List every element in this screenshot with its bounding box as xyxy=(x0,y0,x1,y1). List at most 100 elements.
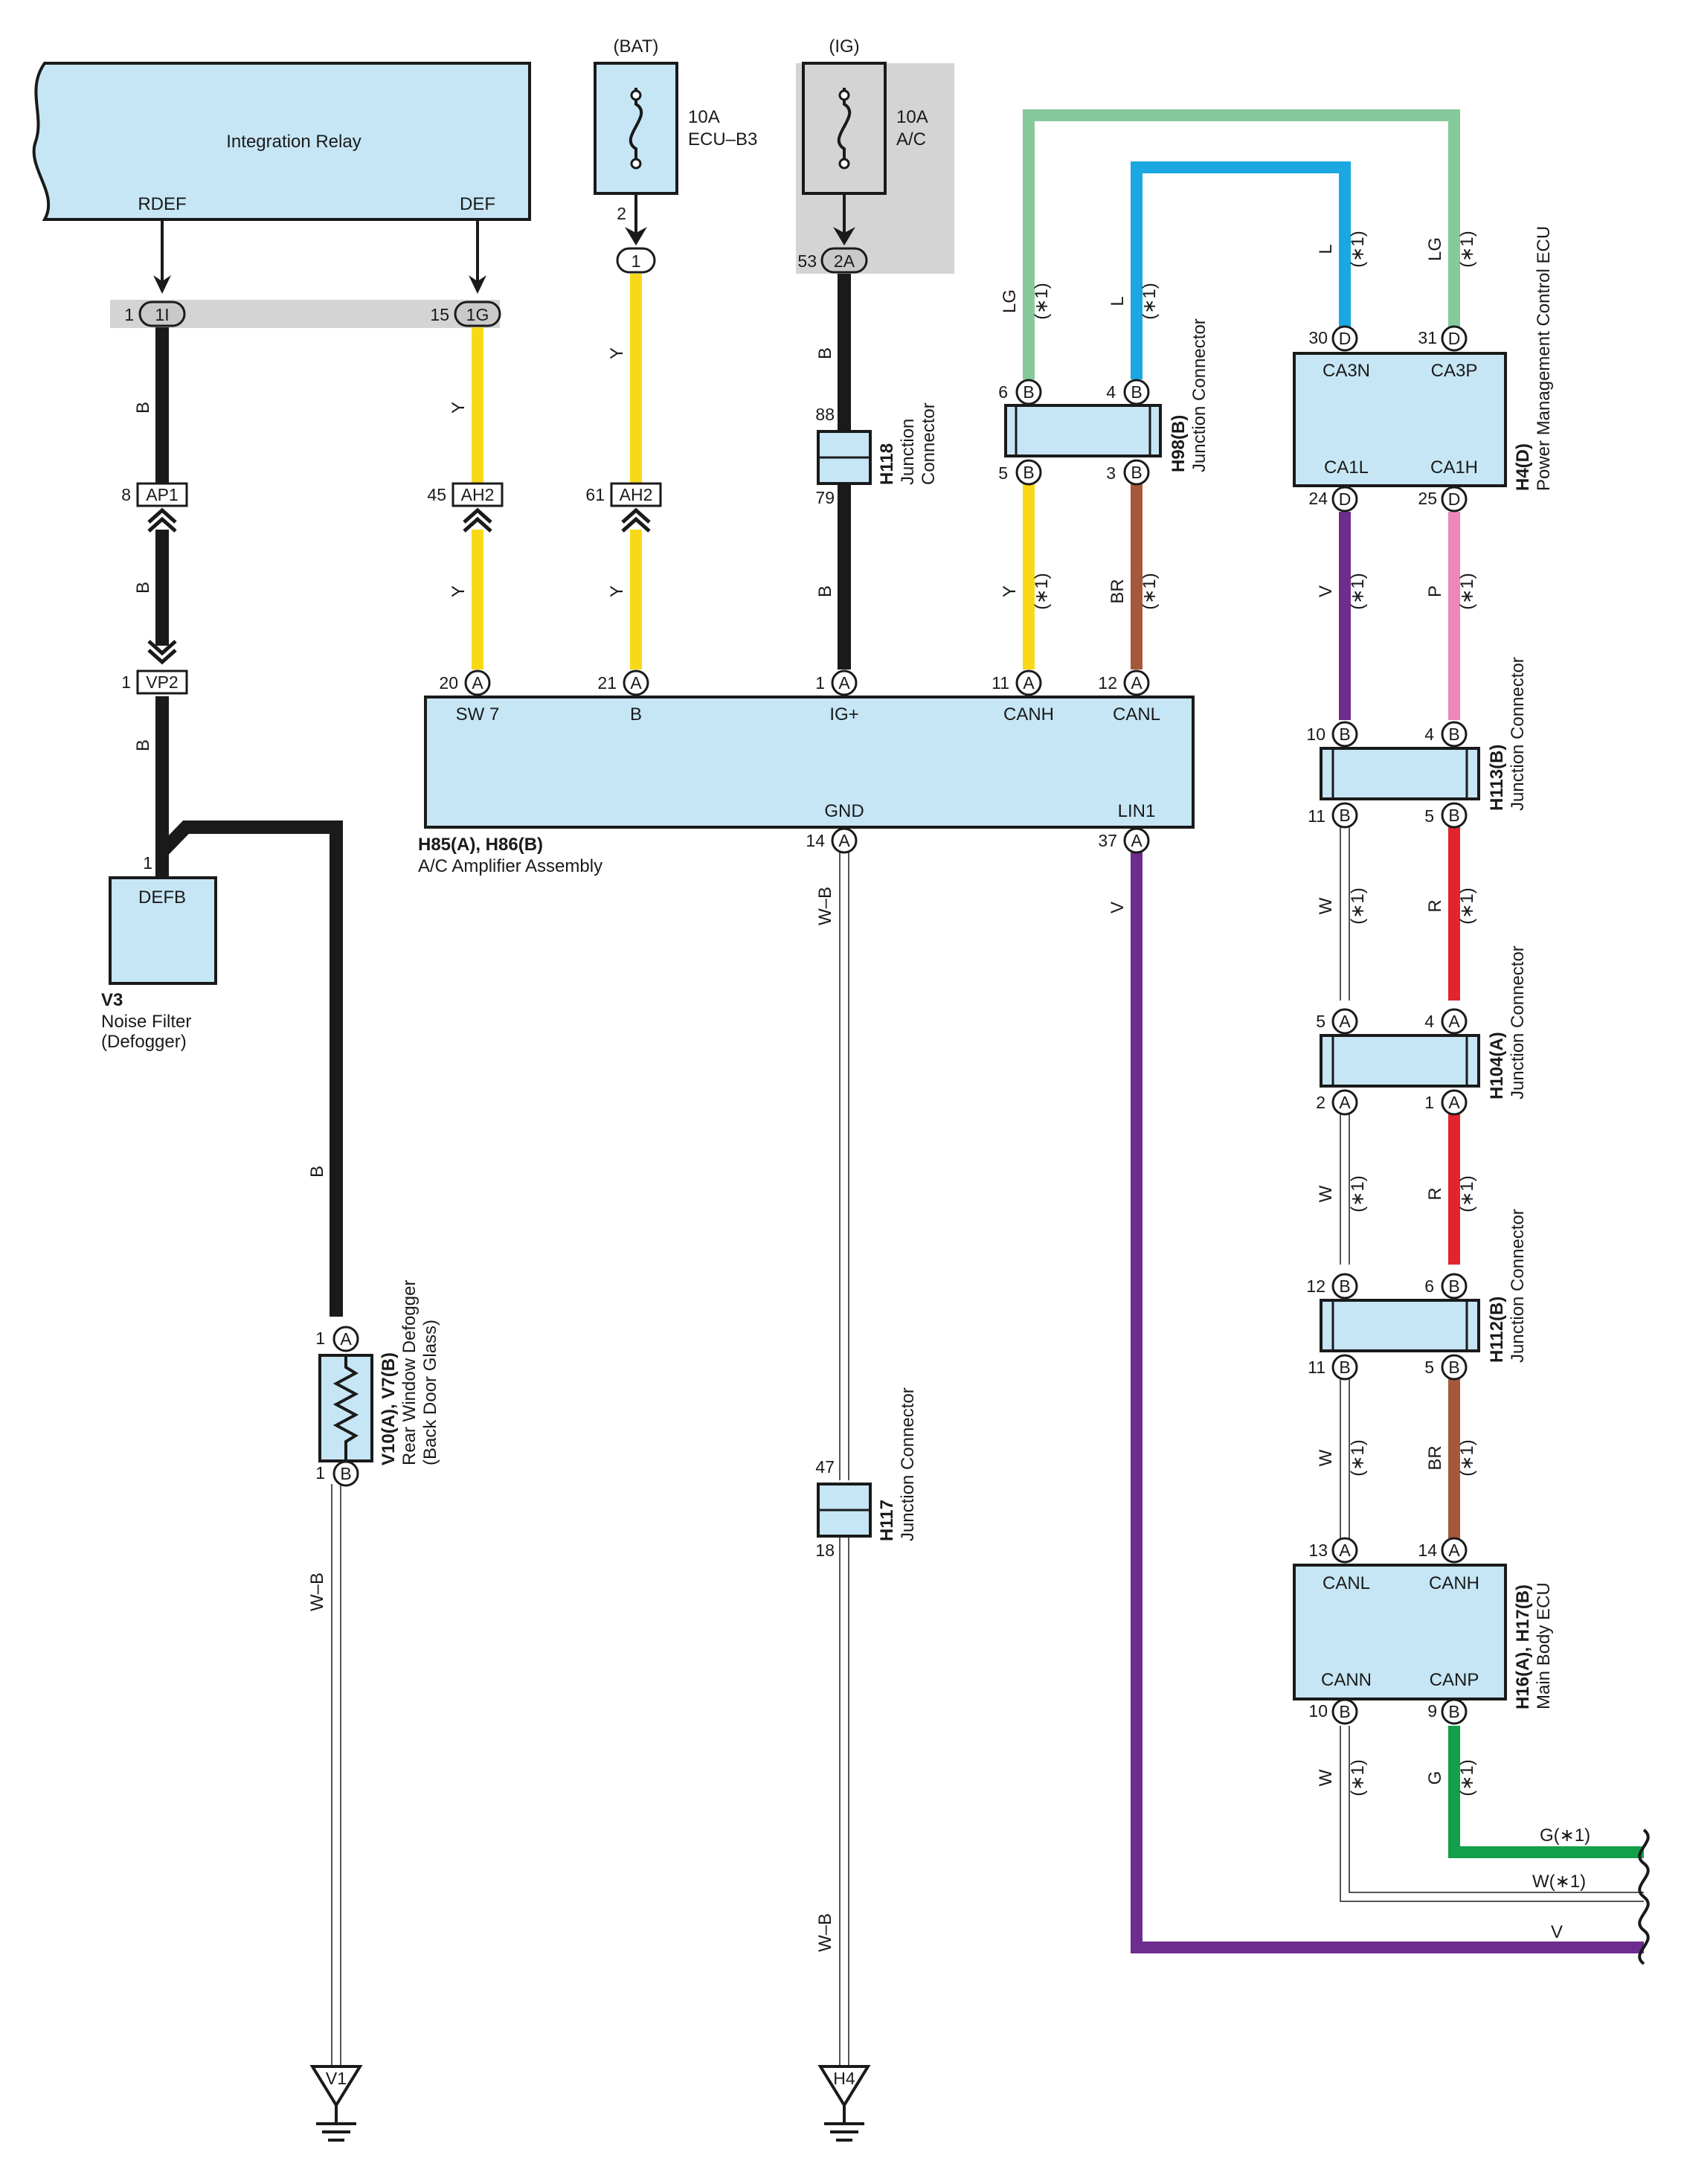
junction-h118: 88 79 H118 Junction Connector xyxy=(815,402,939,507)
ig-fuse-icon xyxy=(837,88,852,164)
svg-text:D: D xyxy=(1339,489,1352,509)
svg-text:AH2: AH2 xyxy=(461,485,495,504)
svg-text:CANL: CANL xyxy=(1113,704,1160,725)
ground-h4-icon: H4 xyxy=(817,2065,871,2142)
main-body-ecu: CANL CANH CANN CANP 13 14 10 9 H16(A), H… xyxy=(1293,1541,1554,1721)
svg-text:W: W xyxy=(1316,1449,1336,1466)
wire-v-lin1 xyxy=(1131,837,1644,1953)
svg-text:(∗1): (∗1) xyxy=(1457,231,1477,267)
svg-text:B: B xyxy=(133,402,153,414)
svg-text:B: B xyxy=(815,347,835,359)
svg-text:21: 21 xyxy=(597,673,617,693)
arrow-into-1g xyxy=(469,275,486,294)
svg-text:14: 14 xyxy=(1418,1541,1437,1560)
connector-2a-label: 2A xyxy=(834,251,855,271)
svg-text:CANL: CANL xyxy=(1323,1573,1370,1593)
svg-text:B: B xyxy=(1339,1702,1350,1721)
svg-text:Y: Y xyxy=(607,585,627,597)
connector-1g-label: 1G xyxy=(466,305,489,324)
arrow-ig xyxy=(833,227,855,245)
svg-text:(∗1): (∗1) xyxy=(1348,573,1368,609)
svg-text:5: 5 xyxy=(1424,806,1434,826)
svg-text:V: V xyxy=(1316,585,1336,597)
svg-text:4: 4 xyxy=(1106,382,1116,402)
svg-text:79: 79 xyxy=(815,488,835,507)
svg-text:Y: Y xyxy=(607,347,627,359)
svg-text:L: L xyxy=(1108,296,1128,306)
svg-text:45: 45 xyxy=(427,485,446,504)
svg-text:14: 14 xyxy=(806,831,825,850)
svg-text:G: G xyxy=(1425,1771,1445,1785)
svg-text:D: D xyxy=(1448,489,1461,509)
svg-text:2: 2 xyxy=(1316,1093,1325,1112)
ig-label: (IG) xyxy=(829,36,859,57)
bat-label: (BAT) xyxy=(614,36,659,57)
svg-text:B: B xyxy=(1339,1276,1350,1296)
svg-text:1: 1 xyxy=(121,672,131,692)
ig-fuse-amp: 10A xyxy=(896,107,928,127)
svg-text:4: 4 xyxy=(1424,1012,1434,1031)
connector-bat-1 xyxy=(616,247,656,274)
main-body-pin-circles: A A B B xyxy=(1331,1537,1468,1725)
svg-text:(∗1): (∗1) xyxy=(1348,1439,1368,1476)
h98-p3-conn: B xyxy=(1131,463,1142,482)
svg-text:31: 31 xyxy=(1418,328,1437,347)
svg-text:CANH: CANH xyxy=(1003,704,1054,725)
svg-text:AP1: AP1 xyxy=(146,485,178,504)
svg-text:37: 37 xyxy=(1098,831,1117,850)
noise-filter-v3: DEFB 1 V3 Noise Filter (Defogger) xyxy=(101,853,217,1052)
defogger-pin-b-label: B xyxy=(340,1464,351,1483)
svg-text:H4(D): H4(D) xyxy=(1513,443,1533,491)
h4-pin-circles: D D D D xyxy=(1331,325,1468,513)
arrow-into-1i xyxy=(153,275,171,294)
svg-text:4: 4 xyxy=(1424,725,1434,744)
ig-fuse-name: A/C xyxy=(896,129,926,150)
svg-text:Y: Y xyxy=(1000,585,1020,597)
svg-text:6: 6 xyxy=(1424,1276,1434,1296)
break-icon xyxy=(1638,1828,1650,1965)
svg-text:GND: GND xyxy=(824,801,864,821)
svg-text:H104(A): H104(A) xyxy=(1487,1032,1507,1099)
svg-text:LIN1: LIN1 xyxy=(1118,801,1156,821)
connector-1g xyxy=(454,301,501,327)
ac-amplifier-assembly: SW 7 B IG+ CANH CANL GND LIN1 H85(A), H8… xyxy=(418,673,1195,876)
svg-text:1: 1 xyxy=(815,673,825,693)
svg-text:B: B xyxy=(1448,725,1459,744)
svg-text:Connector: Connector xyxy=(919,402,939,485)
svg-text:(∗1): (∗1) xyxy=(1348,1175,1368,1212)
connector-ap1: AP1 8 xyxy=(121,482,188,533)
svg-text:B: B xyxy=(133,582,153,594)
svg-text:R: R xyxy=(1425,1187,1445,1200)
svg-text:CA3P: CA3P xyxy=(1431,361,1478,381)
svg-text:(∗1): (∗1) xyxy=(1457,573,1477,609)
svg-text:Junction: Junction xyxy=(898,419,918,485)
svg-text:Main Body ECU: Main Body ECU xyxy=(1534,1582,1554,1709)
svg-text:W–B: W–B xyxy=(815,887,835,925)
svg-text:6: 6 xyxy=(998,382,1008,402)
svg-text:3: 3 xyxy=(1106,463,1116,483)
svg-text:CA3N: CA3N xyxy=(1323,361,1370,381)
svg-text:20: 20 xyxy=(439,673,458,693)
svg-text:H98(B): H98(B) xyxy=(1169,415,1189,472)
svg-text:Noise Filter: Noise Filter xyxy=(101,1012,191,1032)
svg-text:Junction Connector: Junction Connector xyxy=(1508,945,1528,1099)
svg-text:R: R xyxy=(1425,899,1445,912)
svg-text:A: A xyxy=(1339,1093,1351,1112)
ecu-h4: CA3N CA3P CA1L CA1H 30 31 24 25 H4(D) Po… xyxy=(1293,226,1554,508)
svg-text:CANN: CANN xyxy=(1321,1670,1372,1690)
svg-text:LG: LG xyxy=(1425,237,1445,261)
svg-text:9: 9 xyxy=(1427,1701,1437,1721)
svg-text:1: 1 xyxy=(1424,1093,1434,1112)
svg-text:D: D xyxy=(1448,329,1461,348)
bat-fuse-name: ECU–B3 xyxy=(688,129,757,150)
junction-h112: 12 6 11 5 H112(B) Junction Connector xyxy=(1306,1209,1528,1377)
svg-text:88: 88 xyxy=(815,405,835,424)
svg-text:Junction Connector: Junction Connector xyxy=(898,1387,918,1541)
svg-text:5: 5 xyxy=(1316,1012,1325,1031)
defogger-pin-b xyxy=(332,1460,359,1487)
svg-text:H117: H117 xyxy=(877,1500,897,1541)
svg-text:Junction Connector: Junction Connector xyxy=(1189,318,1209,472)
connector-bat-1-label: 1 xyxy=(632,251,641,271)
svg-text:A: A xyxy=(630,673,642,693)
